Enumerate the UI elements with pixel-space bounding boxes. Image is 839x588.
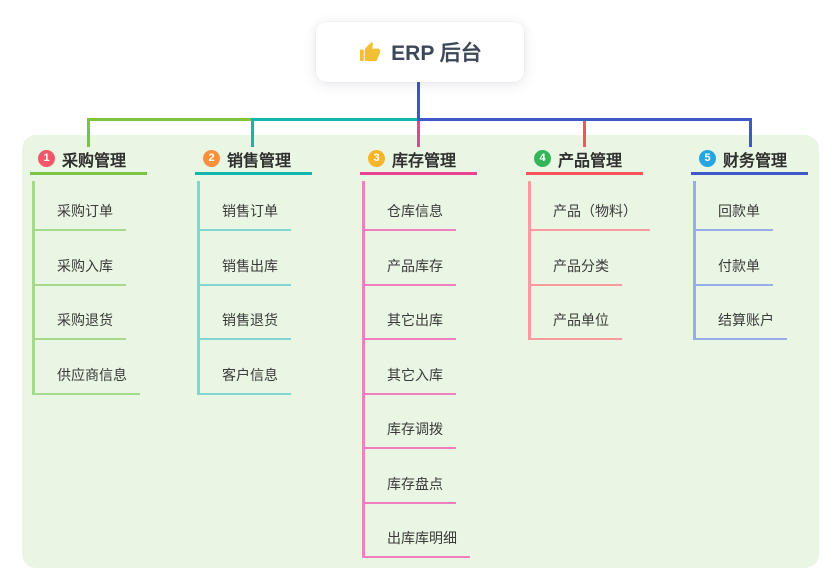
child-node-label: 采购订单 <box>57 203 113 219</box>
child-node-label: 库存盘点 <box>387 475 443 492</box>
connector-rail-segment <box>417 118 752 121</box>
thumbs-up-path <box>360 41 381 61</box>
child-node[interactable]: 产品（物料） <box>528 201 650 231</box>
child-node-label: 库存调拨 <box>387 421 443 437</box>
branch-node-label: 产品管理 <box>558 152 623 170</box>
child-node-label: 仓库信息 <box>387 203 443 219</box>
child-node[interactable]: 产品单位 <box>528 310 622 340</box>
branch-number-badge: 2 <box>203 150 220 167</box>
branch-node[interactable]: 5 财务管理 <box>691 149 808 175</box>
child-node-label: 回款单 <box>718 203 760 219</box>
child-node[interactable]: 仓库信息 <box>362 201 456 231</box>
root-connector-drop <box>417 82 420 121</box>
child-node[interactable]: 销售退货 <box>197 310 291 340</box>
child-node[interactable]: 库存盘点 <box>362 474 456 504</box>
branch-children-trunk <box>362 181 365 558</box>
child-node-label: 付款单 <box>718 257 760 274</box>
connector-drop <box>87 118 90 147</box>
child-node[interactable]: 采购订单 <box>32 201 126 231</box>
child-node-label: 其它入库 <box>387 366 443 383</box>
child-node-label: 结算账户 <box>718 312 774 328</box>
thumbs-up-icon <box>360 41 381 61</box>
child-node[interactable]: 客户信息 <box>197 365 291 395</box>
branch-number-badge: 5 <box>699 150 716 167</box>
child-node[interactable]: 其它入库 <box>362 365 456 395</box>
child-node-label: 采购入库 <box>57 257 113 274</box>
child-node-label: 出库库明细 <box>387 530 457 546</box>
root-node[interactable]: ERP 后台 <box>316 22 524 82</box>
branch-children-trunk <box>528 181 531 340</box>
branch-number-badge: 1 <box>38 150 55 167</box>
branch-node[interactable]: 1 采购管理 <box>30 149 147 175</box>
mindmap-panel-background <box>22 135 819 568</box>
branch-node[interactable]: 2 销售管理 <box>195 149 312 175</box>
child-node[interactable]: 付款单 <box>693 256 773 286</box>
connector-drop <box>251 118 254 147</box>
branch-children-trunk <box>693 181 696 340</box>
child-node-label: 产品（物料） <box>553 203 637 219</box>
branch-node-label: 销售管理 <box>227 152 292 170</box>
child-node[interactable]: 供应商信息 <box>32 365 140 395</box>
child-node-label: 产品分类 <box>553 257 609 274</box>
branch-node[interactable]: 3 库存管理 <box>360 149 477 175</box>
branch-node-label: 库存管理 <box>392 152 457 170</box>
child-node[interactable]: 采购入库 <box>32 256 126 286</box>
branch-children-trunk <box>32 181 35 395</box>
child-node[interactable]: 采购退货 <box>32 310 126 340</box>
child-node-label: 供应商信息 <box>57 366 127 383</box>
child-node[interactable]: 出库库明细 <box>362 528 470 558</box>
child-node[interactable]: 库存调拨 <box>362 419 456 449</box>
branch-number-badge: 4 <box>534 150 551 167</box>
branch-node-label: 采购管理 <box>62 152 127 170</box>
child-node[interactable]: 回款单 <box>693 201 773 231</box>
child-node[interactable]: 产品分类 <box>528 256 622 286</box>
connector-drop <box>417 118 420 147</box>
branch-node[interactable]: 4 产品管理 <box>526 149 643 175</box>
child-node[interactable]: 产品库存 <box>362 256 456 286</box>
branch-children-trunk <box>197 181 200 395</box>
child-node-label: 采购退货 <box>57 312 113 328</box>
branch-number-badge: 3 <box>368 150 385 167</box>
root-node-label: ERP 后台 <box>391 42 482 65</box>
child-node[interactable]: 销售订单 <box>197 201 291 231</box>
connector-rail-segment <box>251 118 420 121</box>
child-node-label: 其它出库 <box>387 312 443 328</box>
connector-drop <box>749 118 752 147</box>
child-node[interactable]: 销售出库 <box>197 256 291 286</box>
branch-node-label: 财务管理 <box>723 152 788 170</box>
child-node-label: 销售订单 <box>222 203 278 219</box>
child-node[interactable]: 其它出库 <box>362 310 456 340</box>
child-node[interactable]: 结算账户 <box>693 310 787 340</box>
child-node-label: 客户信息 <box>222 366 278 383</box>
child-node-label: 销售出库 <box>222 257 278 274</box>
child-node-label: 产品库存 <box>387 257 443 274</box>
child-node-label: 销售退货 <box>222 312 278 328</box>
connector-drop <box>583 118 586 147</box>
child-node-label: 产品单位 <box>553 312 609 328</box>
